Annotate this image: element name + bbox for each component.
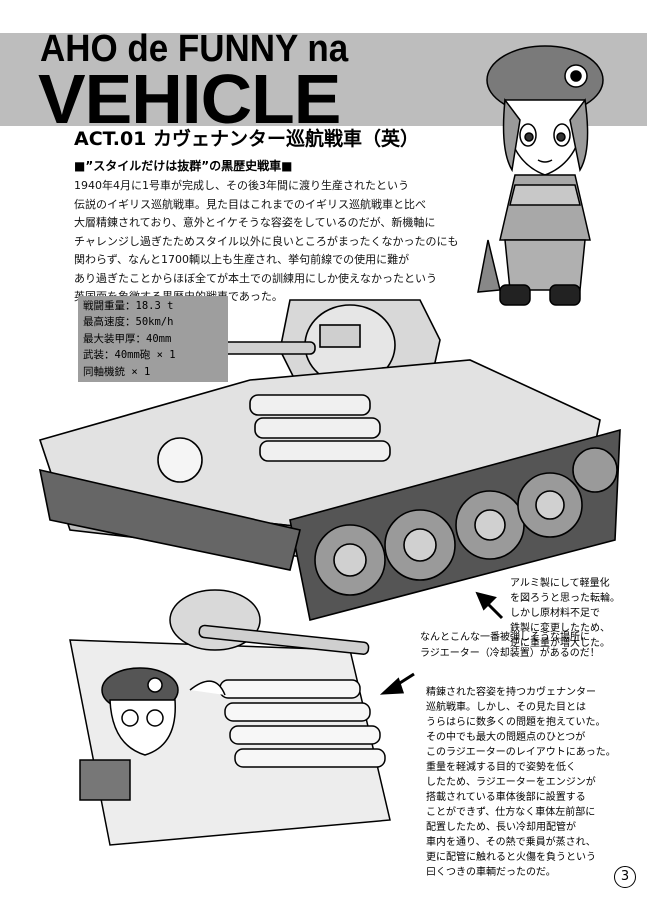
intro-line: あり過ぎたことからほぼ全てが本土での訓練用にしか使えなかったという [74,271,437,285]
wheel-arrow-icon [475,591,504,620]
note-line: 鉄製に変更したため、 [510,623,610,634]
spec-weight: 戦闘重量：18.3 t [83,300,174,312]
cutaway-description: 精錬された容姿を持つカヴェナンター 巡航戦車。しかし、その見た目とは うらはらに… [426,685,626,880]
note-line: その中でも最大の問題点のひとつが [426,732,586,743]
note-line: 更に配管に触れると火傷を負うという [426,852,596,863]
intro-line: 大層精錬されており、意外とイケそうな容姿をしているのだが、新機軸に [74,216,436,229]
note-line: ことができず、仕方なく車体左前部に [426,807,596,818]
note-line: このラジエーターのレイアウトにあった。 [426,747,616,758]
article-subheading: ■”スタイルだけは抜群”の黒歴史戦車■ [74,159,293,173]
tank-cutaway-illustration [69,589,391,846]
covenanter-tank-illustration [38,299,621,621]
note-line: 配置したため、長い冷却用配管が [426,822,576,833]
spec-armament: 武装：40mm砲 × 1 [83,349,176,362]
wheel-annotation: アルミ製にして軽量化 を図ろうと思った転輪。 しかし原材料不足で 鉄製に変更した… [510,576,640,651]
spec-box: 戦闘重量：18.3 t 最高速度：50km/h 最大装甲厚：40mm 武装：40… [78,296,228,383]
intro-line: 関わらず、なんと1700輌以上も生産され、挙句前線での使用に難が [74,253,410,266]
note-line: 巡航戦車。しかし、その見た目とは [426,702,586,713]
intro-paragraph: 1940年4月に1号車が完成し、その後3年間に渡り生産されたという 伝説のイギリ… [74,177,494,307]
intro-line: 1940年4月に1号車が完成し、その後3年間に渡り生産されたという [74,179,409,192]
note-line: 精錬された容姿を持つカヴェナンター [426,687,596,698]
note-line: したため、ラジエーターをエンジンが [426,777,596,788]
series-title-line1: AHO de FUNNY na [40,28,349,70]
note-line: 重量を軽減する目的で姿勢を低く [426,762,576,773]
note-line: 車内を通り、その熱で乗員が蒸され、 [426,837,596,848]
intro-line: チャレンジし過ぎたためスタイル以外に良いところがまったくなかったのにも [74,234,459,248]
article-title: ACT.01 カヴェナンター巡航戦車（英） [74,128,419,150]
spec-mg: 同軸機銃 × 1 [83,365,151,378]
note-line: なんとこんな一番被弾しそうな場所に [420,632,590,643]
page-number: 3 [614,866,636,888]
spec-armor: 最大装甲厚：40mm [83,332,172,345]
spec-speed: 最高速度：50km/h [83,316,174,329]
note-line: ラジエーター（冷却装置）があるのだ！ [420,648,600,659]
radiator-arrow-icon [379,672,415,695]
intro-line: 伝説のイギリス巡航戦車。見た目はこれまでのイギリス巡航戦車と比べ [74,197,426,211]
note-line: を図ろうと思った転輪。 [510,593,620,604]
note-line: 搭載されている車体後部に設置する [426,792,586,803]
note-line: アルミ製にして軽量化 [510,578,610,589]
note-line: 曰くつきの車輌だったのだ。 [426,867,556,878]
note-line: 逆に重量が増大した。 [510,638,610,649]
series-title-line2: VEHICLE [38,60,341,138]
mascot-girl-illustration [477,45,604,306]
note-line: しかし原材料不足で [510,608,600,619]
radiator-annotation: なんとこんな一番被弾しそうな場所に ラジエーター（冷却装置）があるのだ！ [420,630,640,662]
note-line: うらはらに数多くの問題を抱えていた。 [426,717,606,728]
